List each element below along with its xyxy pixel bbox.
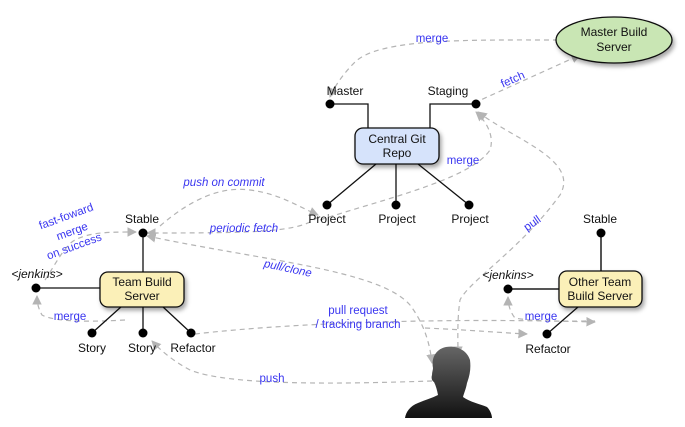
node-label-line1: Team Build xyxy=(112,275,171,289)
node-label-line2: Repo xyxy=(383,146,412,160)
connector-lines xyxy=(36,103,602,335)
edge-label-pull-clone: pull/clone xyxy=(262,258,313,280)
edge-pull-request-to-other xyxy=(424,327,528,339)
edge-merge-other xyxy=(503,296,596,322)
branch-dot-other-refactor xyxy=(542,329,552,339)
branch-label-story-1: Story xyxy=(78,341,106,355)
dashed-edges xyxy=(32,39,596,384)
branch-dot-project-3 xyxy=(464,200,474,210)
branch-label-jenkins: <jenkins> xyxy=(11,267,62,281)
node-label-line2: Server xyxy=(124,289,159,303)
edge-label-merge-master: merge xyxy=(416,33,449,45)
branch-dot-other-stable xyxy=(596,228,606,238)
branch-dot-story-1 xyxy=(87,328,97,338)
branch-dot-stable xyxy=(138,228,148,238)
branch-label-project-1: Project xyxy=(308,212,346,226)
node-master-build-server: Master Build Server xyxy=(555,16,673,64)
branch-dot-project-2 xyxy=(391,200,401,210)
branch-dot-project-1 xyxy=(322,200,332,210)
edge-label-pull: pull xyxy=(522,214,544,234)
branch-label-stable: Stable xyxy=(125,212,159,226)
node-label-line1: Other Team xyxy=(569,275,631,289)
node-label-line1: Central Git xyxy=(368,132,426,146)
branch-labels: Master Staging Project Project Project S… xyxy=(11,84,617,356)
edge-label-fetch: fetch xyxy=(499,69,527,90)
edge-label-push: push xyxy=(260,373,285,385)
branch-label-master: Master xyxy=(327,84,364,98)
node-label-line1: Master Build xyxy=(581,25,648,39)
node-central-git-repo: Central Git Repo xyxy=(354,127,440,165)
branch-dot-jenkins xyxy=(31,283,41,293)
branch-label-project-3: Project xyxy=(451,212,489,226)
branch-label-other-stable: Stable xyxy=(583,212,617,226)
edge-fetch xyxy=(473,54,581,104)
edge-label-push-on-commit: push on commit xyxy=(182,177,265,189)
edge-label-pull-request-2: / tracking branch xyxy=(315,319,400,331)
edge-fast-forward xyxy=(44,227,137,281)
branch-label-refactor: Refactor xyxy=(170,341,215,355)
edge-labels: merge fetch merge push on commit periodi… xyxy=(38,33,558,385)
node-team-build-server: Team Build Server xyxy=(99,271,185,308)
edge-merge-team xyxy=(32,295,126,322)
branch-label-other-jenkins: <jenkins> xyxy=(482,268,533,282)
edge-periodic-fetch xyxy=(146,216,319,238)
person-silhouette-icon xyxy=(405,346,492,418)
node-label-line2: Server xyxy=(596,40,631,54)
edge-label-pull-request-1: pull request xyxy=(328,305,388,317)
edge-label-merge-team: merge xyxy=(54,311,87,323)
branch-dot-master xyxy=(325,99,335,109)
edge-label-periodic-fetch: periodic fetch xyxy=(209,223,278,235)
branch-label-other-refactor: Refactor xyxy=(525,342,570,356)
node-label-line2: Build Server xyxy=(567,289,632,303)
branch-dot-other-jenkins xyxy=(503,284,513,294)
branch-dot-refactor xyxy=(186,328,196,338)
edge-pull-clone xyxy=(146,233,436,364)
node-other-team-build-server: Other Team Build Server xyxy=(558,270,643,308)
edge-push xyxy=(151,340,433,384)
branch-label-staging: Staging xyxy=(428,84,469,98)
edge-push-on-commit xyxy=(159,188,319,227)
branch-label-project-2: Project xyxy=(378,212,416,226)
edge-label-merge-central: merge xyxy=(447,155,480,167)
edge-label-merge-other: merge xyxy=(525,311,558,323)
branch-dot-staging xyxy=(471,99,481,109)
branch-label-story-2: Story xyxy=(128,341,156,355)
branch-dots xyxy=(31,99,606,339)
edge-pull-request xyxy=(194,316,596,335)
edge-pull xyxy=(453,111,565,356)
branch-dot-story-2 xyxy=(138,328,148,338)
